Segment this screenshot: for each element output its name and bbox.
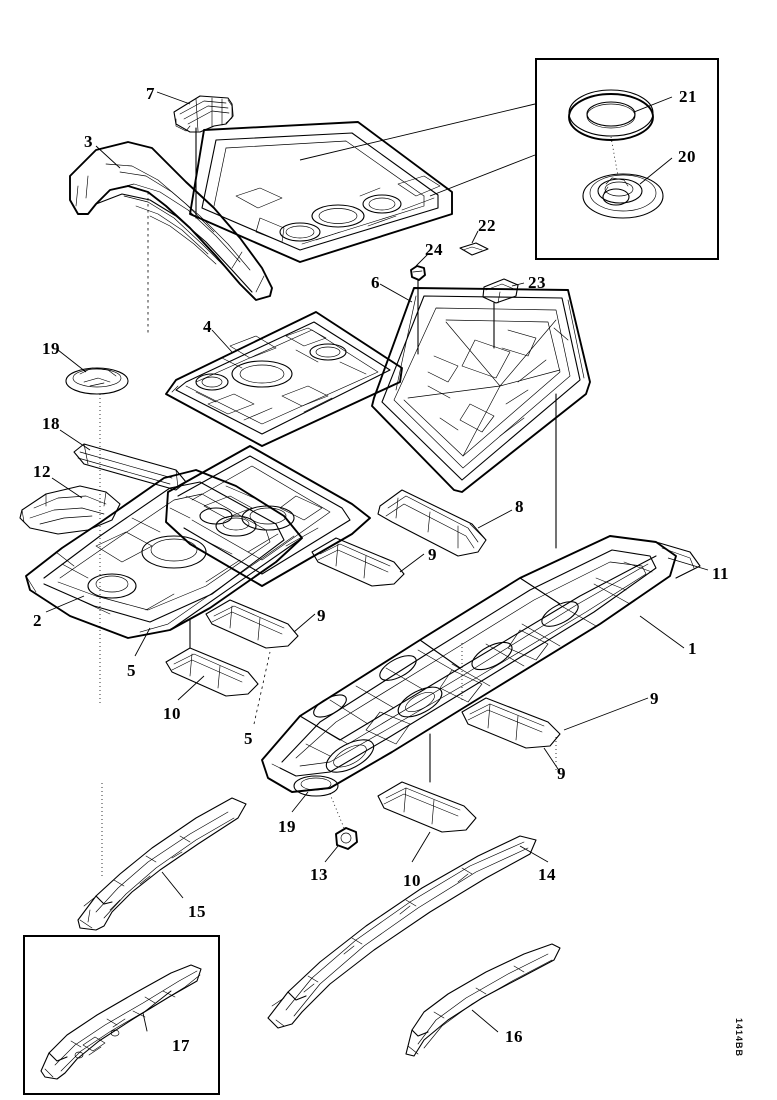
callout-14: 14 [538,865,556,884]
callout-16: 16 [505,1027,523,1046]
part-22-shape [459,242,489,256]
part-7-shape [173,95,234,133]
center-structure-shape [165,445,371,587]
part-10-shape-a [165,647,259,697]
callout-1: 1 [688,639,697,658]
callout-2: 2 [33,611,42,630]
callout-22: 22 [478,216,496,235]
callout-10-b: 10 [403,871,421,890]
part-21-shape [568,89,654,141]
part-19b-shape [293,775,339,797]
part-8-shape [377,489,487,557]
callout-3: 3 [84,132,93,151]
part-20-shape [582,173,664,219]
callout-5-a: 5 [127,661,136,680]
callout-9-c: 9 [650,689,659,708]
part-14-shape [267,835,537,1029]
callout-9-d: 9 [557,764,566,783]
crossmember-lower-b [377,781,477,833]
callout-13: 13 [310,865,328,884]
part-17-shape [40,964,202,1080]
callout-11: 11 [712,564,730,583]
callout-9-a: 9 [428,545,437,564]
part-23-shape [482,278,519,304]
callout-6: 6 [371,273,380,292]
callout-10-a: 10 [163,704,181,723]
callout-15: 15 [188,902,206,921]
part-9-shape-a [311,537,405,587]
callout-19-b: 19 [278,817,296,836]
callout-7: 7 [146,84,155,103]
part-12-shape [19,485,121,535]
callout-23: 23 [528,273,546,292]
callout-20: 20 [678,147,696,166]
callout-8: 8 [515,497,524,516]
part-13-shape [335,827,358,850]
callout-18: 18 [42,414,60,433]
callout-5-b: 5 [244,729,253,748]
callout-12: 12 [33,462,51,481]
part-24-shape [410,265,426,281]
part-19-shape [65,367,129,395]
part-4-shape [165,311,403,447]
callout-9-b: 9 [317,606,326,625]
top-floor-panel-shape [189,121,453,263]
part-16-shape [405,943,561,1057]
callout-4: 4 [203,317,212,336]
sheet-reference-number: 1414BB [734,1018,744,1058]
crossmember-lower-a [461,697,561,749]
callout-19: 19 [42,339,60,358]
grommet-detail-inset [535,58,719,260]
callout-24: 24 [425,240,443,259]
callout-17: 17 [172,1036,190,1055]
part-3-shape [69,141,273,301]
rocker-detail-inset [23,935,220,1095]
part-6-shape [371,287,591,493]
part-1-shape [261,535,701,793]
part-15-shape [77,797,247,931]
part-2-shape [25,469,303,639]
callout-21: 21 [679,87,697,106]
part-18-shape [73,443,187,491]
part-9-shape-b [205,599,299,649]
